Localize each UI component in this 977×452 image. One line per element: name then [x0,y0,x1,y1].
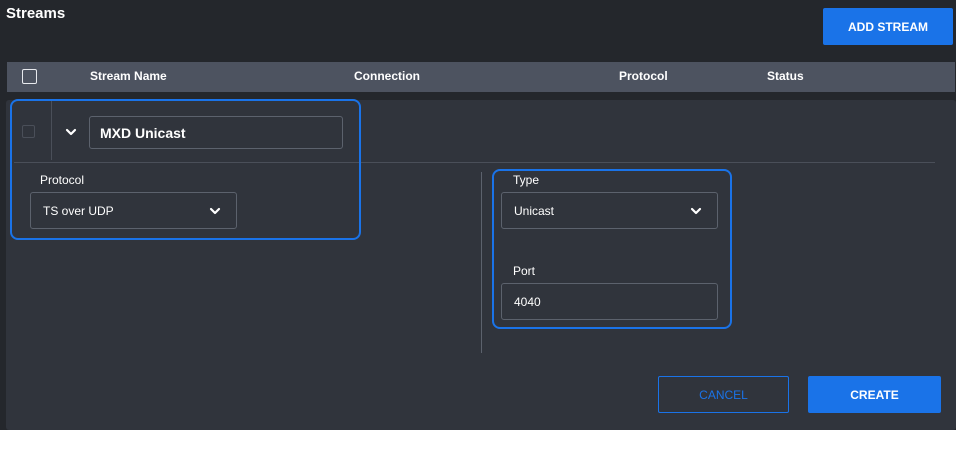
column-header-connection[interactable]: Connection [354,69,420,83]
column-header-status[interactable]: Status [767,69,804,83]
row-checkbox[interactable] [22,125,35,138]
stream-name-input[interactable]: MXD Unicast [89,116,343,149]
add-stream-button[interactable]: ADD STREAM [823,8,953,45]
protocol-select[interactable]: TS over UDP [30,192,237,229]
column-header-protocol[interactable]: Protocol [619,69,668,83]
port-label: Port [513,264,536,278]
row-divider [51,100,52,160]
streams-app: Streams ADD STREAM Stream Name Connectio… [0,0,956,430]
chevron-down-icon [209,207,221,215]
protocol-label: Protocol [40,173,85,187]
chevron-down-icon [690,207,702,215]
select-all-checkbox[interactable] [22,69,37,84]
cancel-button[interactable]: CANCEL [658,376,789,413]
page-title: Streams [6,5,66,22]
type-select[interactable]: Unicast [501,192,718,229]
table-header: Stream Name Connection Protocol Status [7,62,955,92]
chevron-down-icon[interactable] [64,125,78,139]
type-selected-value: Unicast [514,203,555,218]
section-divider [14,162,935,163]
protocol-selected-value: TS over UDP [43,203,114,218]
column-divider [481,172,482,353]
new-stream-card: MXD Unicast Protocol TS over UDP Type Un… [6,99,956,430]
type-label: Type [513,173,540,187]
port-input[interactable]: 4040 [501,283,718,320]
create-button[interactable]: CREATE [808,376,941,413]
column-header-stream-name[interactable]: Stream Name [90,69,167,83]
